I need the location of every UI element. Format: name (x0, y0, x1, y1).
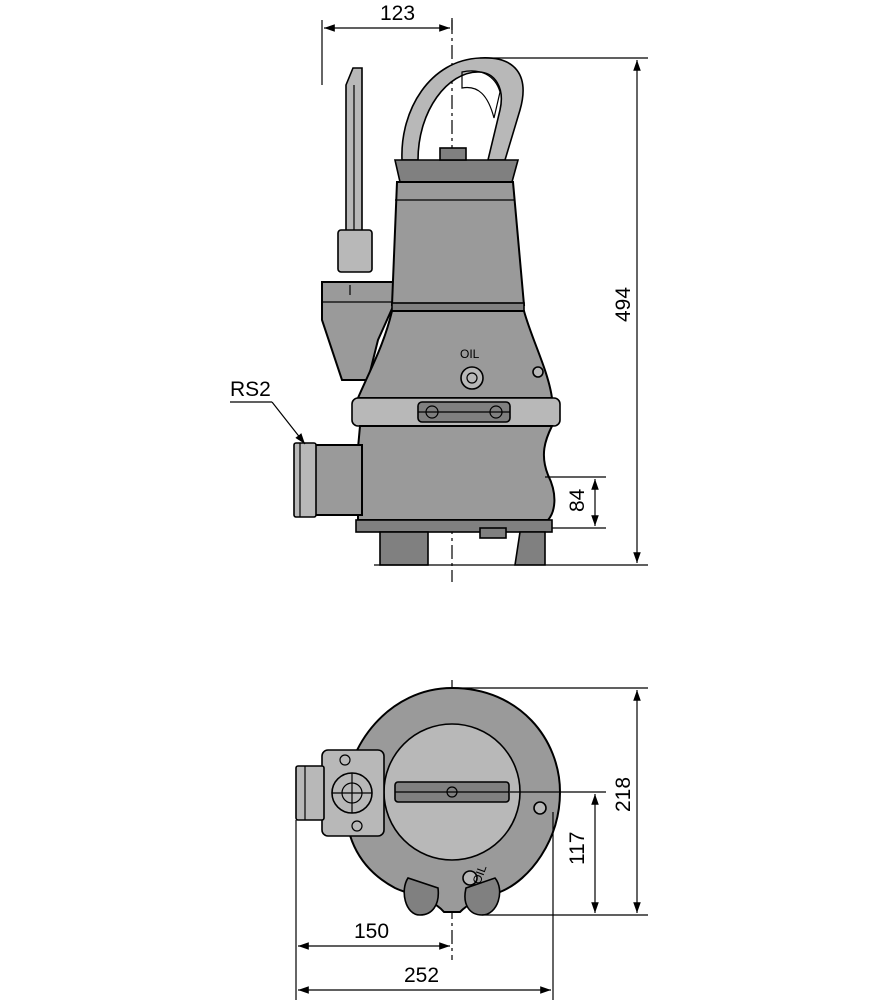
oil-chamber (356, 310, 554, 399)
dim-label-494: 494 (612, 287, 635, 322)
dim-label-150: 150 (354, 920, 389, 943)
plan-outlet-flange (295, 765, 325, 821)
plan-oil-label: OIL (470, 863, 490, 886)
base-plate (355, 519, 553, 533)
side-oil-label: OIL (460, 347, 480, 361)
outlet-flange (293, 442, 317, 518)
foot-right (514, 531, 546, 566)
motor-top-plate (393, 159, 520, 183)
plan-foot-left (403, 877, 440, 916)
dim-label-252: 252 (404, 964, 439, 987)
outlet-pipe (311, 444, 363, 516)
power-cable (337, 67, 373, 273)
foot-left (379, 531, 429, 566)
dim-label-123: 123 (380, 2, 415, 25)
dim-label-218: 218 (612, 777, 635, 812)
dim-label-84: 84 (566, 488, 589, 512)
pump-housing (357, 425, 556, 521)
side-view: OIL 123 494 84 (230, 2, 648, 582)
outlet-label-rs2: RS2 (230, 378, 271, 401)
plan-view: OIL 218 117 150 252 (295, 680, 648, 1000)
lifting-handle (401, 57, 524, 161)
dim-label-117: 117 (566, 832, 589, 865)
